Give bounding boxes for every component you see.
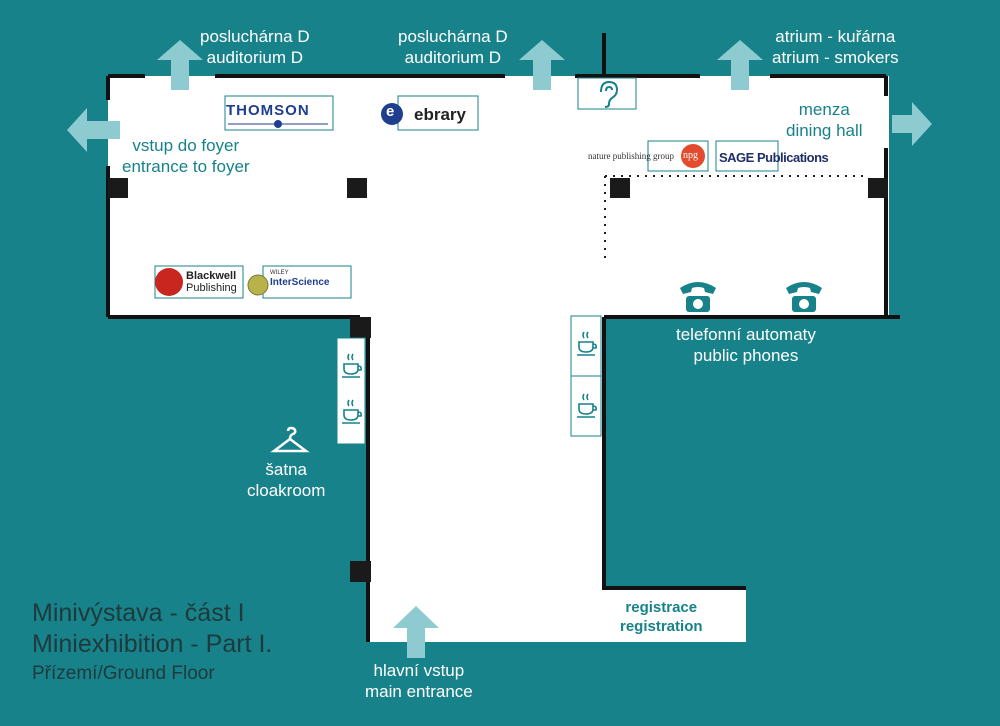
label-atrium: atrium - kuřárna atrium - smokers	[772, 26, 899, 68]
pillars	[108, 178, 888, 582]
label-text: hlavní vstup	[373, 661, 465, 680]
label-text: registration	[620, 618, 703, 635]
pillar	[347, 178, 367, 198]
npg-logo-mark: npg	[683, 150, 698, 161]
arrow-icon	[717, 40, 763, 90]
coffee-cup-icon	[342, 399, 362, 424]
pillar	[610, 178, 630, 198]
walls	[106, 33, 900, 642]
label-auditorium-d-right: posluchárna D auditorium D	[398, 26, 508, 68]
hearing-loop-icon	[600, 80, 619, 108]
interscience-logo: InterScience	[270, 277, 330, 288]
arrow-icon	[67, 108, 120, 152]
ebrary-logo-mark	[381, 103, 403, 125]
label-text: dining hall	[786, 121, 863, 140]
title-line: Miniexhibition - Part I.	[32, 630, 273, 658]
thomson-logo-mark	[228, 120, 328, 128]
pillar	[868, 178, 888, 198]
label-text: auditorium D	[404, 48, 501, 67]
label-menza: menza dining hall	[786, 99, 863, 141]
arrows	[67, 40, 932, 658]
wiley-logo: WILEY	[270, 270, 289, 276]
label-main-entrance: hlavní vstup main entrance	[365, 660, 473, 702]
npg-logo-text: nature publishing group	[588, 151, 674, 161]
pillar	[108, 178, 128, 198]
blackwell-line: Publishing	[186, 282, 237, 294]
coat-hanger-icon	[270, 426, 310, 453]
label-foyer: vstup do foyer entrance to foyer	[122, 135, 250, 177]
coffee-cup-icon	[342, 353, 362, 378]
ebrary-logo-letter: e	[386, 103, 395, 120]
title-line: Minivýstava - část I	[32, 599, 245, 627]
label-text: atrium - smokers	[772, 48, 899, 67]
telephone-icon	[786, 282, 822, 312]
label-cloakroom: šatna cloakroom	[247, 459, 325, 501]
map-title: Minivýstava - část I Miniexhibition - Pa…	[32, 598, 272, 688]
arrow-icon	[892, 102, 932, 146]
blackwell-line: Blackwell	[186, 270, 237, 282]
thomson-logo: THOMSON	[226, 102, 310, 119]
label-text: public phones	[693, 346, 799, 365]
label-phones: telefonní automaty public phones	[676, 324, 816, 366]
coffee-booth-left	[336, 337, 366, 445]
label-text: atrium - kuřárna	[775, 27, 896, 46]
label-auditorium-d-left: posluchárna D auditorium D	[200, 26, 310, 68]
label-text: šatna	[265, 460, 307, 479]
coffee-cup-icon	[577, 393, 597, 418]
label-text: main entrance	[365, 682, 473, 701]
blackwell-logo: Blackwell Publishing	[186, 270, 237, 294]
interscience-globe	[247, 274, 269, 296]
arrow-icon	[157, 40, 203, 90]
blackwell-logo-circle	[155, 268, 183, 296]
label-text: auditorium D	[206, 48, 303, 67]
label-registration: registrace registration	[620, 598, 703, 636]
ebrary-booth	[397, 95, 479, 131]
label-text: registrace	[625, 599, 698, 616]
coffee-cup-icon	[577, 331, 597, 356]
pillar	[350, 561, 371, 582]
label-text: menza	[798, 100, 850, 119]
arrow-icon	[393, 606, 439, 658]
arrow-icon	[519, 40, 565, 90]
label-text: cloakroom	[247, 481, 326, 500]
telephone-icon	[680, 282, 716, 312]
interscience-booth	[262, 265, 352, 299]
label-text: vstup do foyer	[132, 136, 240, 155]
title-line: Přízemí/Ground Floor	[32, 663, 215, 684]
pillar	[350, 317, 371, 338]
sage-logo: SAGE Publications	[719, 150, 829, 165]
label-text: posluchárna D	[200, 27, 310, 46]
label-text: entrance to foyer	[122, 157, 250, 176]
label-text: telefonní automaty	[676, 325, 816, 344]
registration-desk	[604, 590, 744, 640]
sage-booth	[715, 140, 779, 172]
label-text: posluchárna D	[398, 27, 508, 46]
npg-logo-circle	[681, 144, 705, 168]
ebrary-logo: ebrary	[414, 105, 466, 124]
